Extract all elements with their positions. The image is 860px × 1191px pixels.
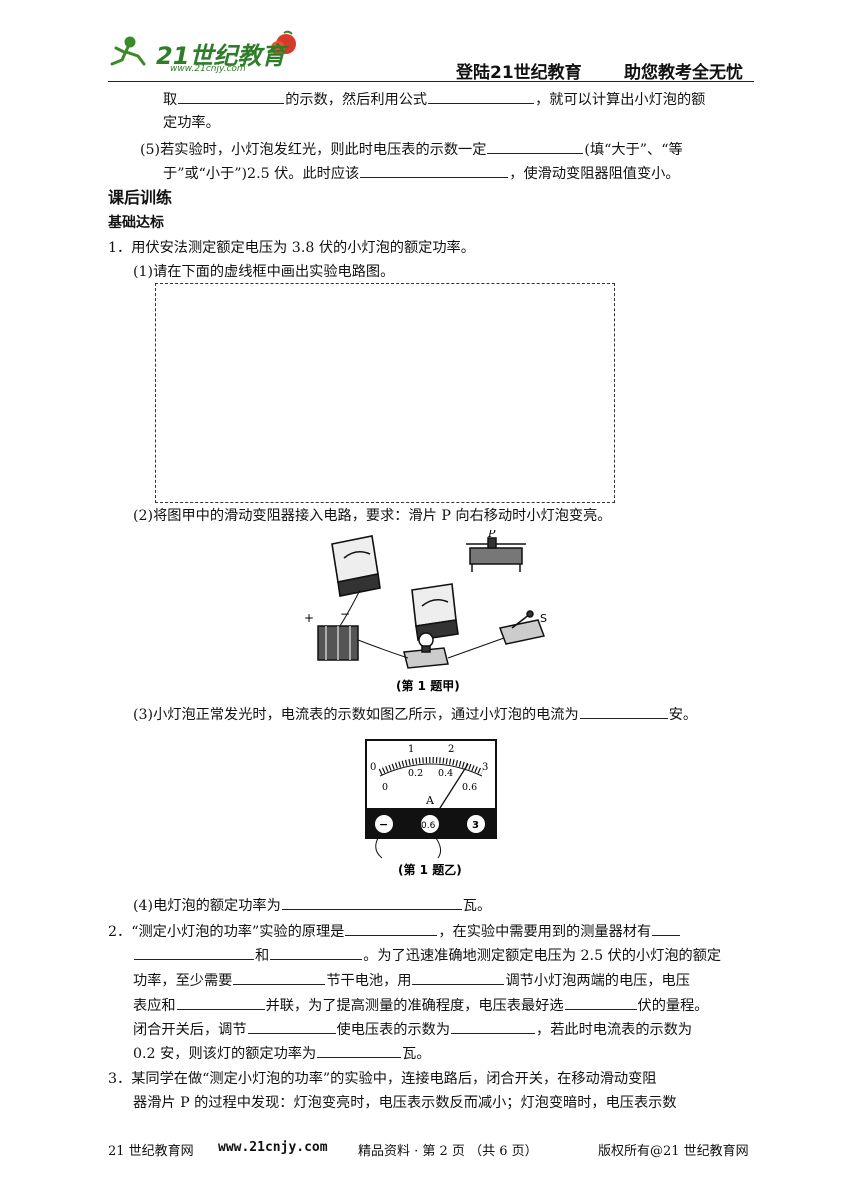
question-3-line: 器滑片 P 的过程中发现：灯泡变亮时，电压表示数反而减小；灯泡变暗时，电压表示数 xyxy=(133,1095,677,1111)
subsection-title: 基础达标 xyxy=(108,215,164,231)
switch-label: S xyxy=(540,612,547,625)
site-logo: 21世纪教育 www.21cnjy.com xyxy=(108,30,308,80)
header-slogan-right: 助您教考全无忧 xyxy=(624,63,743,83)
terminal-negative: − xyxy=(379,818,388,831)
answer-blank[interactable] xyxy=(451,1019,536,1034)
answer-blank[interactable] xyxy=(579,704,668,719)
figure-2-caption: (第 1 题乙) xyxy=(398,862,462,877)
terminal-0-6: 0.6 xyxy=(421,821,436,831)
drawing-area-box[interactable] xyxy=(155,283,615,503)
answer-blank[interactable] xyxy=(564,995,637,1010)
answer-blank[interactable] xyxy=(270,945,363,960)
header-divider xyxy=(108,81,754,82)
question-1-part-2: (2)将图甲中的滑动变阻器接入电路，要求：滑片 P 向右移动时小灯泡变亮。 xyxy=(133,508,612,524)
question-1-part-3: (3)小灯泡正常发光时，电流表的示数如图乙所示，通过小灯泡的电流为安。 xyxy=(133,704,697,725)
text-line: 定功率。 xyxy=(163,115,220,131)
figure-1-caption: (第 1 题甲) xyxy=(396,678,460,693)
figure-circuit-apparatus: + − P S (第 1 题甲) xyxy=(300,527,560,700)
answer-blank[interactable] xyxy=(487,139,584,154)
footer-url[interactable]: www.21cnjy.com xyxy=(218,1140,328,1155)
header-slogan-left: 登陆21世纪教育 xyxy=(456,63,582,83)
answer-blank[interactable] xyxy=(176,995,265,1010)
footer-site: 21 世纪教育网 xyxy=(108,1144,194,1159)
question-2-line: 0.2 安，则该灯的额定功率为瓦。 xyxy=(133,1043,431,1064)
scale-bottom-3: 0.6 xyxy=(462,782,477,793)
scale-bottom-0: 0 xyxy=(382,782,388,793)
question-1: 1．用伏安法测定额定电压为 3.8 伏的小灯泡的额定功率。 xyxy=(108,240,475,256)
answer-blank[interactable] xyxy=(317,1043,402,1058)
answer-blank[interactable] xyxy=(412,970,505,985)
ammeter-unit: A xyxy=(425,794,435,807)
answer-blank[interactable] xyxy=(360,163,509,178)
footer-copyright: 版权所有@21 世纪教育网 xyxy=(598,1144,749,1159)
scale-top-2: 2 xyxy=(448,744,454,755)
rheostat-slider-label: P xyxy=(487,530,496,540)
answer-blank[interactable] xyxy=(134,945,254,960)
question-2-line: 闭合开关后，调节使电压表的示数为，若此时电流表的示数为 xyxy=(133,1019,692,1040)
text-line: (5)若实验时，小灯泡发红光，则此时电压表的示数一定(填“大于”、“等 xyxy=(140,139,683,160)
question-2-line: 功率，至少需要节干电池，用调节小灯泡两端的电压，电压 xyxy=(133,970,690,991)
footer-page-info: 精品资料 · 第 2 页 （共 6 页） xyxy=(358,1144,538,1159)
answer-blank[interactable] xyxy=(281,895,462,910)
text-line: 取的示数，然后利用公式，就可以计算出小灯泡的额 xyxy=(163,89,705,110)
section-title: 课后训练 xyxy=(108,188,173,207)
scale-bottom-1: 0.2 xyxy=(408,768,423,779)
battery-plus-label: + xyxy=(304,611,314,625)
answer-blank[interactable] xyxy=(345,921,438,936)
logo-text: 21世纪教育 xyxy=(156,42,286,70)
answer-blank[interactable] xyxy=(247,1019,336,1034)
question-1-part-4: (4)电灯泡的额定功率为瓦。 xyxy=(133,895,491,916)
question-3-line: 3．某同学在做“测定小灯泡的功率”的实验中，连接电路后，闭合开关，在移动滑动变阻 xyxy=(108,1071,657,1087)
scale-bottom-2: 0.4 xyxy=(438,768,453,779)
question-2-line: 表应和并联，为了提高测量的准确程度，电压表最好选伏的量程。 xyxy=(133,995,708,1016)
answer-blank[interactable] xyxy=(428,89,535,104)
terminal-3: 3 xyxy=(472,820,479,831)
scale-top-1: 1 xyxy=(408,744,414,755)
scale-top-3: 3 xyxy=(482,762,488,773)
logo-url: www.21cnjy.com xyxy=(170,64,246,74)
answer-blank[interactable] xyxy=(178,89,285,104)
question-2-line: 和。为了迅速准确地测定额定电压为 2.5 伏的小灯泡的额定 xyxy=(133,945,721,966)
answer-blank[interactable] xyxy=(233,970,326,985)
question-2-line: 2．“测定小灯泡的功率”实验的原理是，在实验中需要用到的测量器材有 xyxy=(108,921,681,942)
text-line: 于”或“小于”)2.5 伏。此时应该，使滑动变阻器阻值变小。 xyxy=(163,163,680,184)
scale-top-0: 0 xyxy=(370,762,376,773)
battery-minus-label: − xyxy=(340,607,350,621)
figure-ammeter-reading: 0 1 2 3 0 0.2 0.4 0.6 A − 0.6 3 (第 1 题乙) xyxy=(364,738,500,878)
answer-blank[interactable] xyxy=(652,921,681,936)
question-1-part-1: (1)请在下面的虚线框中画出实验电路图。 xyxy=(133,264,395,280)
